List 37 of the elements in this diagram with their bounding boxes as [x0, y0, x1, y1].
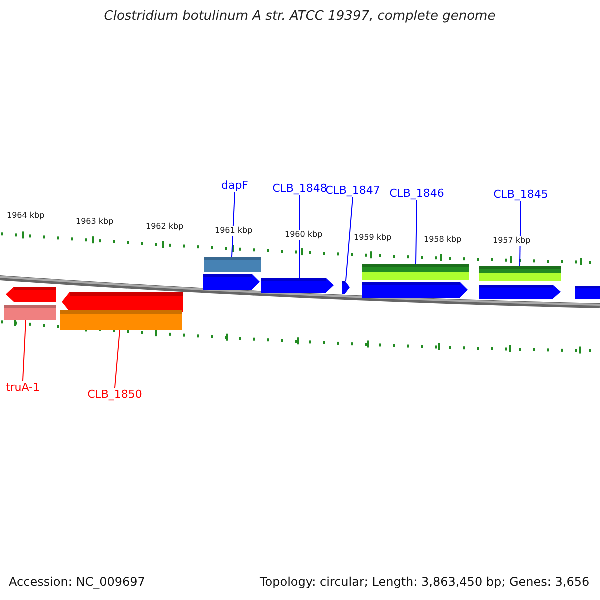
- scale-label: 1959 kbp: [354, 233, 392, 243]
- scale-label: 1957 kbp: [493, 236, 531, 246]
- gene-feature: [575, 286, 600, 299]
- leader-line: [22, 320, 26, 382]
- leader-line: [520, 200, 522, 266]
- gene-feature: [204, 257, 261, 272]
- scale-label: 1964 kbp: [7, 211, 45, 221]
- gene-label: dapF: [221, 179, 249, 192]
- gene-feature: [62, 292, 183, 312]
- footer-text: Accession: NC_009697: [9, 575, 146, 589]
- gene-feature: [60, 310, 182, 330]
- gene-feature: [479, 285, 561, 299]
- gene-label: CLB_1847: [326, 184, 380, 197]
- gene-label: CLB_1845: [494, 188, 548, 201]
- gene-feature: [362, 264, 469, 280]
- gene-feature: [479, 266, 561, 281]
- scale-label: 1962 kbp: [146, 222, 184, 232]
- gene-label: CLB_1850: [88, 388, 142, 401]
- leader-line: [416, 200, 418, 264]
- scale-label: 1963 kbp: [76, 217, 114, 227]
- gene-feature: [6, 287, 56, 302]
- gene-feature: [261, 278, 334, 293]
- footer-text: Topology: circular; Length: 3,863,450 bp; Genes: 3,656: [260, 575, 590, 589]
- gene-feature: [4, 305, 56, 320]
- gene-feature: [342, 281, 350, 294]
- gene-label: CLB_1848: [272, 182, 328, 195]
- scale-label: 1961 kbp: [215, 226, 253, 236]
- gene-label: truA-1: [6, 381, 40, 394]
- gene-label: CLB_1846: [390, 187, 444, 200]
- leader-line: [114, 330, 120, 388]
- leader-line: [232, 192, 236, 258]
- diagram-title: Clostridium botulinum A str. ATCC 19397, complete genome: [103, 9, 497, 25]
- scale-label: 1958 kbp: [424, 235, 462, 245]
- leader-line: [346, 196, 354, 282]
- scale-label: 1960 kbp: [285, 230, 323, 240]
- gene-feature: [203, 274, 260, 290]
- gene-feature: [362, 282, 468, 298]
